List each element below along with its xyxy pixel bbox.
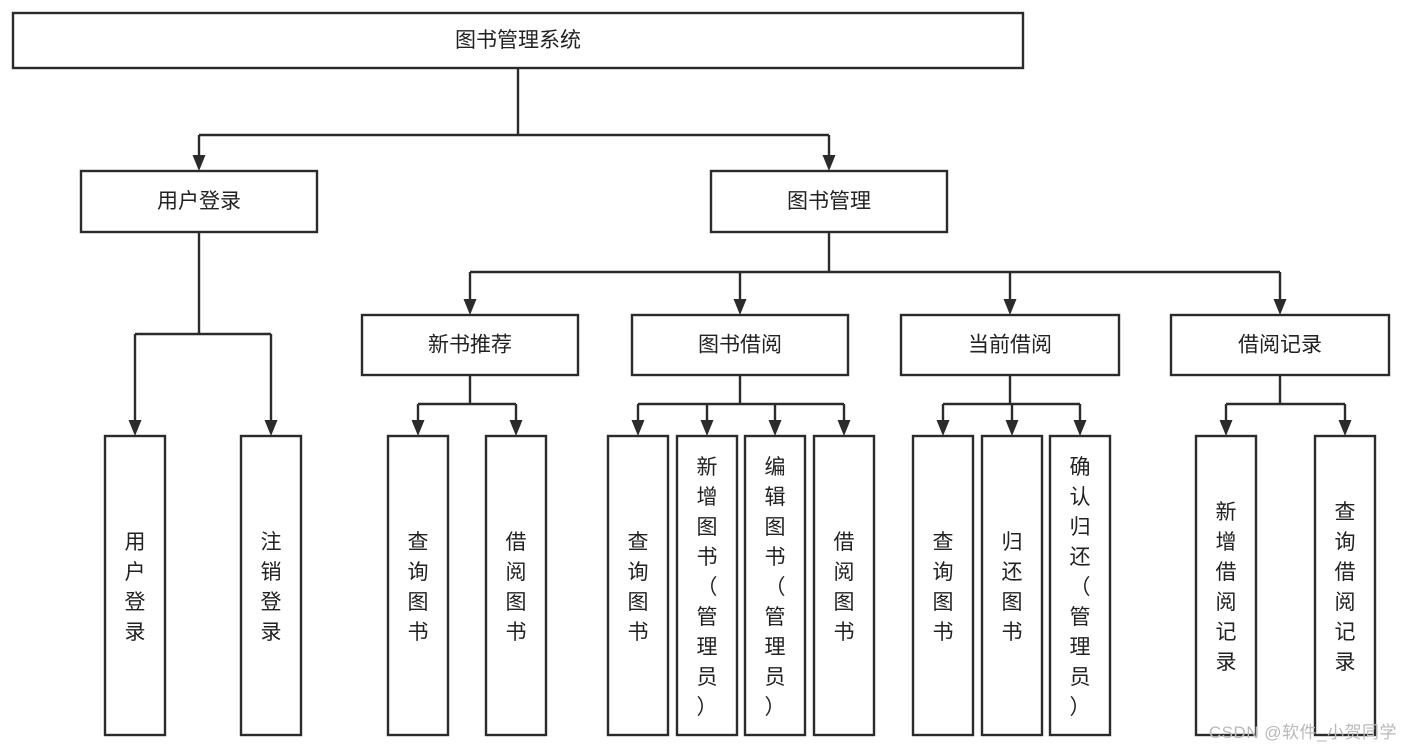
arrow-head xyxy=(837,420,851,436)
arrow-head xyxy=(700,420,714,436)
arrow-head xyxy=(936,420,950,436)
node-box xyxy=(11,11,1025,70)
node-label: 查询图书 xyxy=(933,531,954,644)
arrow-head xyxy=(1273,299,1287,315)
node-root[interactable]: 图书管理系统 xyxy=(11,11,1025,70)
node-leaf-add-book[interactable]: 新增图书（管理员） xyxy=(675,434,739,737)
node-leaf-query-book-borrow[interactable]: 查询图书 xyxy=(606,434,670,737)
node-label: 查询借阅记录 xyxy=(1335,501,1356,674)
node-book-management[interactable]: 图书管理 xyxy=(709,169,949,234)
connector-group-user-login xyxy=(128,232,278,436)
node-leaf-return-book[interactable]: 归还图书 xyxy=(980,434,1044,737)
node-box xyxy=(1169,313,1391,377)
node-leaf-query-book-current[interactable]: 查询图书 xyxy=(911,434,975,737)
node-box xyxy=(709,169,949,234)
connector-group-borrow-record xyxy=(1219,375,1352,436)
arrow-head xyxy=(1005,420,1019,436)
arrow-head xyxy=(1338,420,1352,436)
arrow-head xyxy=(192,155,206,171)
connector-group-current-borrow xyxy=(936,375,1087,436)
node-box xyxy=(630,313,850,377)
node-leaf-user-login[interactable]: 用户登录 xyxy=(103,434,167,737)
node-label: 图书借阅 xyxy=(698,334,782,357)
node-leaf-query-book-recommend[interactable]: 查询图书 xyxy=(386,434,450,737)
node-box xyxy=(1048,434,1112,737)
node-leaf-borrow-book[interactable]: 借阅图书 xyxy=(812,434,876,737)
node-box xyxy=(980,434,1044,737)
node-label: 借阅记录 xyxy=(1238,334,1322,357)
node-layer: 图书管理系统用户登录图书管理新书推荐图书借阅当前借阅借阅记录用户登录注销登录查询… xyxy=(11,11,1391,737)
node-box xyxy=(899,313,1121,377)
node-box xyxy=(79,169,319,234)
node-new-book-recommend[interactable]: 新书推荐 xyxy=(360,313,580,377)
node-leaf-confirm-return[interactable]: 确认归还（管理员） xyxy=(1048,434,1112,737)
node-leaf-add-borrow-record[interactable]: 新增借阅记录 xyxy=(1194,434,1258,737)
node-box xyxy=(1194,434,1258,737)
node-box xyxy=(484,434,548,737)
node-label: 查询图书 xyxy=(408,531,429,644)
node-label: 图书管理 xyxy=(787,190,871,213)
node-label: 用户登录 xyxy=(125,531,146,644)
node-box xyxy=(812,434,876,737)
node-label: 新书推荐 xyxy=(428,334,512,357)
node-box xyxy=(239,434,303,737)
node-box xyxy=(606,434,670,737)
arrow-head xyxy=(733,299,747,315)
watermark-text: CSDN @软件_小贺同学 xyxy=(1208,723,1397,742)
node-box xyxy=(1313,434,1377,737)
node-box xyxy=(103,434,167,737)
node-leaf-edit-book[interactable]: 编辑图书（管理员） xyxy=(743,434,807,737)
connector-group-root xyxy=(192,68,836,171)
node-box xyxy=(360,313,580,377)
node-box xyxy=(743,434,807,737)
node-box xyxy=(386,434,450,737)
arrow-head xyxy=(509,420,523,436)
arrow-head xyxy=(768,420,782,436)
node-label: 用户登录 xyxy=(157,190,241,213)
node-label: 新增借阅记录 xyxy=(1216,501,1237,674)
node-borrow-record[interactable]: 借阅记录 xyxy=(1169,313,1391,377)
node-label: 确认归还（管理员） xyxy=(1070,456,1091,719)
node-leaf-logout[interactable]: 注销登录 xyxy=(239,434,303,737)
node-user-login[interactable]: 用户登录 xyxy=(79,169,319,234)
node-label: 归还图书 xyxy=(1002,531,1023,644)
node-leaf-query-borrow-record[interactable]: 查询借阅记录 xyxy=(1313,434,1377,737)
node-label: 新增图书（管理员） xyxy=(697,456,718,719)
node-label: 当前借阅 xyxy=(968,334,1052,357)
connector-layer xyxy=(128,68,1352,436)
node-label: 图书管理系统 xyxy=(455,29,581,52)
node-label: 借阅图书 xyxy=(506,531,527,644)
arrow-head xyxy=(264,420,278,436)
arrow-head xyxy=(822,155,836,171)
node-label: 编辑图书（管理员） xyxy=(765,456,786,719)
node-box xyxy=(911,434,975,737)
node-label: 查询图书 xyxy=(628,531,649,644)
arrow-head xyxy=(411,420,425,436)
arrow-head xyxy=(463,299,477,315)
arrow-head xyxy=(631,420,645,436)
node-label: 注销登录 xyxy=(261,531,282,644)
node-box xyxy=(675,434,739,737)
connector-group-book-borrow xyxy=(631,375,851,436)
node-current-borrow[interactable]: 当前借阅 xyxy=(899,313,1121,377)
node-book-borrow[interactable]: 图书借阅 xyxy=(630,313,850,377)
node-leaf-borrow-book-recommend[interactable]: 借阅图书 xyxy=(484,434,548,737)
connector-group-new-book-recommend xyxy=(411,375,523,436)
connector-group-book-management xyxy=(463,232,1287,315)
arrow-head xyxy=(1219,420,1233,436)
arrow-head xyxy=(128,420,142,436)
node-label: 借阅图书 xyxy=(834,531,855,644)
arrow-head xyxy=(1073,420,1087,436)
arrow-head xyxy=(1003,299,1017,315)
